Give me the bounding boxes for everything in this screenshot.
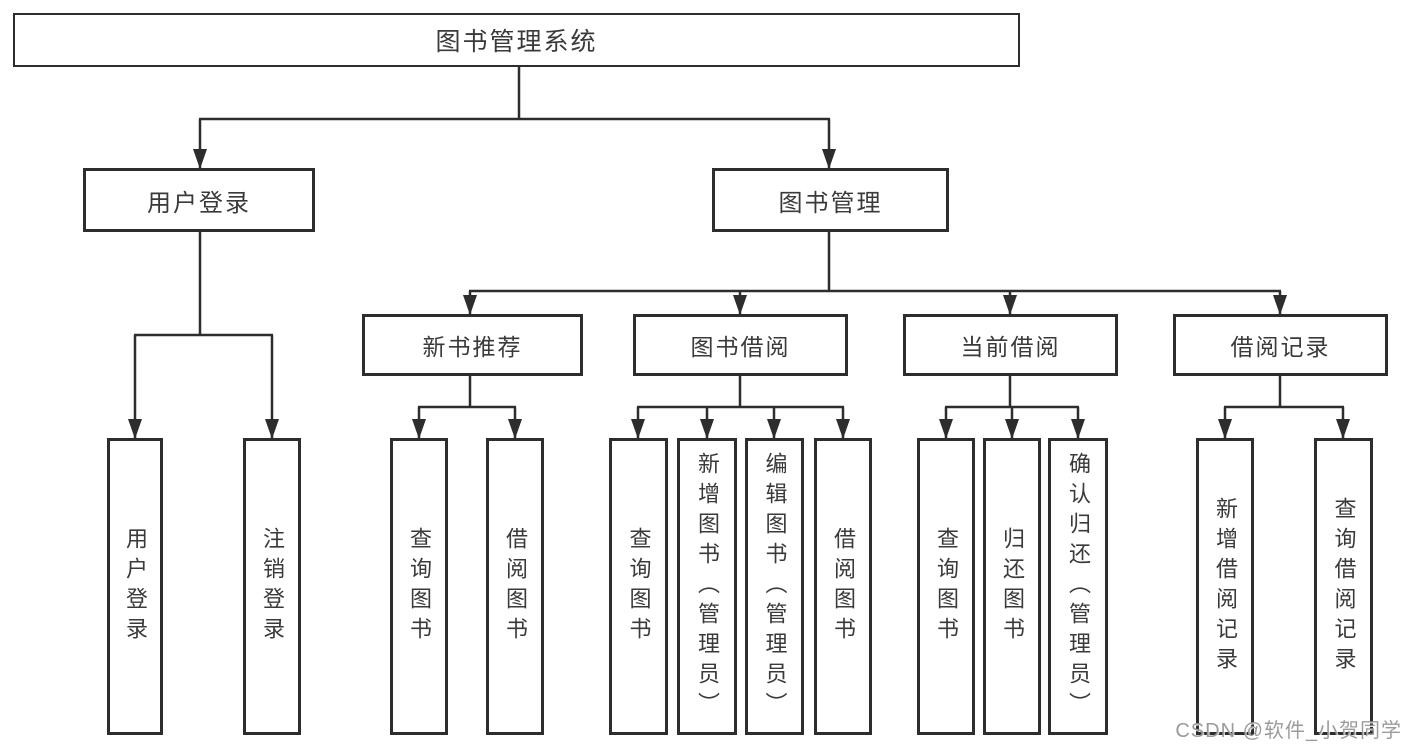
leaf-borrow-books-recommend: 借阅图书 [486, 438, 544, 735]
leaf-label: 注销登录 [260, 526, 285, 647]
leaf-query-books-current: 查询图书 [917, 438, 975, 735]
node-borrowing-records: 借阅记录 [1173, 314, 1388, 376]
node-user-login: 用户登录 [83, 168, 315, 232]
leaf-label: 归还图书 [1000, 526, 1025, 647]
leaf-return-books: 归还图书 [983, 438, 1041, 735]
leaf-edit-books-admin: 编辑图书（管理员） [745, 438, 804, 735]
node-new-book-recommendation: 新书推荐 [362, 314, 583, 376]
leaf-label: 查询图书 [626, 526, 652, 647]
leaf-label: 新增借阅记录 [1213, 496, 1238, 677]
leaf-label: 确认归还（管理员） [1066, 451, 1091, 722]
node-current-borrowing: 当前借阅 [903, 314, 1118, 376]
leaf-label: 编辑图书（管理员） [762, 451, 788, 722]
leaf-user-login: 用户登录 [107, 438, 163, 735]
node-book-management: 图书管理 [712, 168, 949, 232]
leaf-add-books-admin: 新增图书（管理员） [677, 438, 737, 735]
node-book-borrowing: 图书借阅 [633, 314, 848, 376]
leaf-label: 借阅图书 [831, 526, 856, 647]
leaf-query-books-borrowing: 查询图书 [609, 438, 668, 735]
leaf-label: 查询借阅记录 [1331, 496, 1357, 677]
node-library-system: 图书管理系统 [13, 13, 1020, 67]
leaf-label: 查询图书 [407, 526, 432, 647]
leaf-confirm-return-admin: 确认归还（管理员） [1048, 438, 1108, 735]
leaf-add-borrow-record: 新增借阅记录 [1196, 438, 1254, 735]
leaf-label: 新增图书（管理员） [695, 451, 720, 722]
leaf-logout: 注销登录 [243, 438, 301, 735]
leaf-query-borrow-record: 查询借阅记录 [1314, 438, 1373, 735]
leaf-label: 查询图书 [934, 526, 959, 647]
csdn-watermark: CSDN @软件_小贺同学 [1175, 720, 1402, 742]
leaf-label: 用户登录 [123, 526, 148, 647]
leaf-label: 借阅图书 [503, 526, 528, 647]
leaf-query-books-recommend: 查询图书 [390, 438, 448, 735]
leaf-borrow-books-borrowing: 借阅图书 [814, 438, 872, 735]
